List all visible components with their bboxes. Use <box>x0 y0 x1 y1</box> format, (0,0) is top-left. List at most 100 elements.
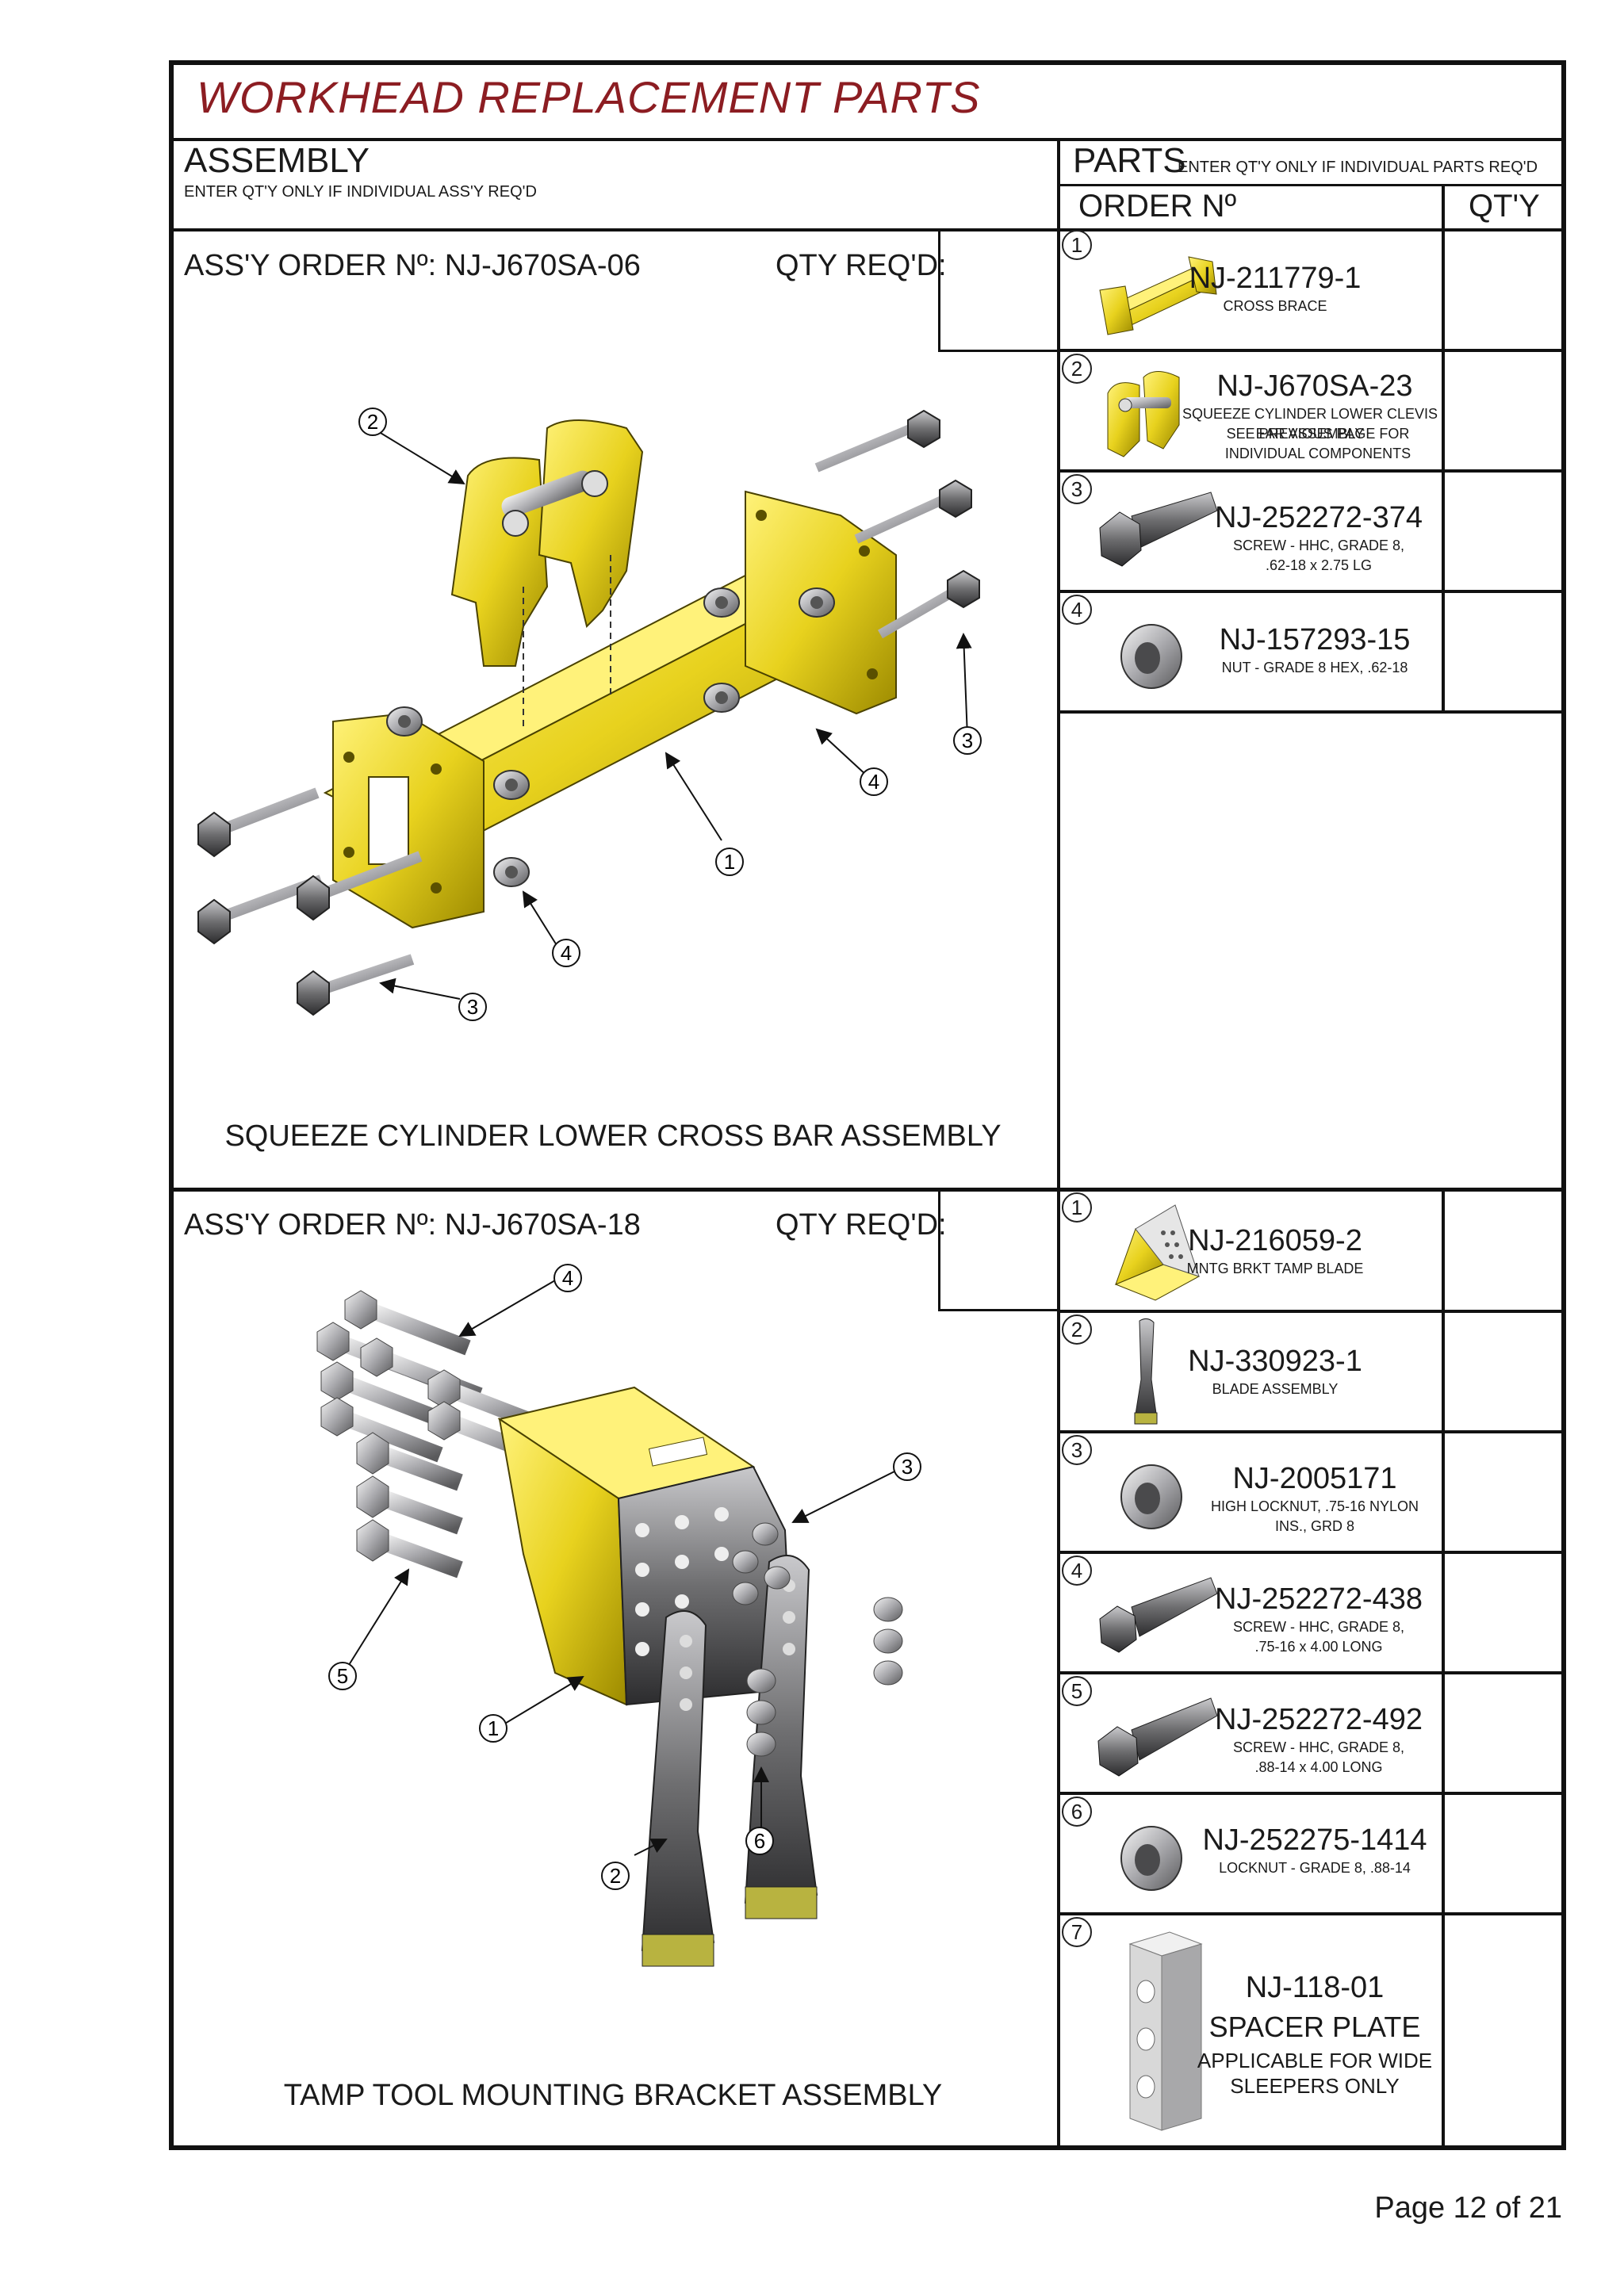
callout-label: 3 <box>902 1455 913 1479</box>
part-number-circle: 5 <box>1062 1676 1092 1706</box>
part-row: 4 NJ-157293-15 NUT - GRADE 8 HEX, .62-18 <box>1060 593 1442 710</box>
divider <box>1060 1671 1566 1674</box>
divider <box>169 1188 1566 1192</box>
part-number-circle: 4 <box>1062 1556 1092 1586</box>
part-description: .88-14 x 4.00 LONG <box>1254 1759 1383 1775</box>
part-order-number: NJ-252272-492 <box>1215 1703 1423 1736</box>
mounting-bracket-part <box>497 1386 795 1706</box>
divider <box>169 228 1566 232</box>
part-qty-input[interactable] <box>1445 228 1566 350</box>
part-description: SCREW - HHC, GRADE 8, <box>1232 538 1405 553</box>
page-frame <box>169 60 1566 2150</box>
part-row: 5 NJ-252272-492 SCREW - HHC, GRADE 8, .8… <box>1060 1674 1442 1792</box>
part-order-number: NJ-211779-1 <box>1189 262 1362 295</box>
divider <box>1057 138 1060 2150</box>
assembly-header-note: ENTER QT'Y ONLY IF INDIVIDUAL ASS'Y REQ'… <box>184 183 537 201</box>
divider <box>1060 1792 1566 1795</box>
part-description: LOCKNUT - GRADE 8, .88-14 <box>1219 1860 1411 1876</box>
part-order-number: NJ-118-01 <box>1245 1971 1385 2004</box>
part-qty-input[interactable] <box>1445 1313 1566 1430</box>
divider <box>1060 590 1566 593</box>
part-description: SEE PREVIOUS PAGE FOR <box>1226 426 1410 442</box>
part-number-circle: 3 <box>1062 474 1092 504</box>
cross-brace-icon <box>1099 256 1217 335</box>
part-description: SPACER PLATE <box>1208 2011 1421 2043</box>
callout-label: 5 <box>337 1664 348 1688</box>
part-row: 6 NJ-252275-1414 LOCKNUT - GRADE 8, .88-… <box>1060 1795 1442 1912</box>
part-description: SLEEPERS ONLY <box>1230 2074 1400 2098</box>
part-row: 2 NJ-J670SA-23 SQUEEZE CYLINDER LOWER CL… <box>1060 352 1442 469</box>
part-row: 3 NJ-2005171 HIGH LOCKNUT, .75-16 NYLON … <box>1060 1433 1442 1551</box>
part-number-circle: 1 <box>1062 1192 1092 1223</box>
callout-label: 4 <box>562 1266 573 1290</box>
hex-nut-part <box>386 587 835 887</box>
part-qty-input[interactable] <box>1445 1554 1566 1671</box>
part-description: CROSS BRACE <box>1223 298 1327 314</box>
part-number-circle: 2 <box>1062 354 1092 384</box>
assembly-order-number: ASS'Y ORDER Nº: NJ-J670SA-06 <box>184 249 641 282</box>
blade-icon <box>1134 1318 1158 1425</box>
hex-screw-icon <box>1099 492 1218 567</box>
part-description: SQUEEZE CYLINDER LOWER CLEVIS EAR ASSEMB… <box>1182 406 1438 442</box>
hex-nut-part <box>732 1522 903 1757</box>
assembly-caption: SQUEEZE CYLINDER LOWER CROSS BAR ASSEMBL… <box>224 1119 1002 1153</box>
part-row: 2 NJ-330923-1 BLADE ASSEMBLY <box>1060 1313 1442 1430</box>
qty-required-label: QTY REQ'D: <box>776 249 947 282</box>
part-order-number: NJ-157293-15 <box>1219 623 1411 656</box>
hex-nut-icon <box>1120 1826 1182 1891</box>
divider <box>1442 1191 1445 2150</box>
divider <box>1060 710 1566 714</box>
part-order-number: NJ-252272-438 <box>1215 1582 1423 1616</box>
part-qty-input[interactable] <box>1445 1915 1566 2145</box>
divider <box>1060 1912 1566 1915</box>
part-description: INDIVIDUAL COMPONENTS <box>1224 446 1411 461</box>
part-description: .62-18 x 2.75 LG <box>1265 557 1373 573</box>
hex-nut-icon <box>1120 624 1182 689</box>
hex-screw-icon <box>1097 1697 1218 1777</box>
part-qty-input[interactable] <box>1445 352 1566 469</box>
part-description: APPLICABLE FOR WIDE <box>1197 2049 1433 2072</box>
part-description: HIGH LOCKNUT, .75-16 NYLON <box>1210 1498 1419 1514</box>
divider <box>1060 184 1566 186</box>
clevis-ear-icon <box>1107 371 1180 457</box>
part-qty-input[interactable] <box>1445 1433 1566 1551</box>
part-order-number: NJ-252272-374 <box>1215 501 1423 534</box>
part-qty-input[interactable] <box>1445 473 1566 590</box>
divider <box>169 138 1566 141</box>
part-qty-input[interactable] <box>1445 1795 1566 1912</box>
part-number-circle: 2 <box>1062 1314 1092 1345</box>
callout-label: 2 <box>610 1864 621 1888</box>
divider <box>1060 349 1566 352</box>
part-qty-input[interactable] <box>1445 593 1566 710</box>
assembly-order-number: ASS'Y ORDER Nº: NJ-J670SA-18 <box>184 1208 641 1242</box>
part-order-number: NJ-J670SA-23 <box>1216 369 1413 403</box>
part-number-circle: 4 <box>1062 595 1092 625</box>
part-row: 7 NJ-118-01 SPACER PLATE APPLICABLE FOR … <box>1060 1915 1442 2149</box>
part-qty-input[interactable] <box>1445 1674 1566 1792</box>
part-order-number: NJ-330923-1 <box>1188 1345 1362 1378</box>
mounting-bracket-icon <box>1114 1204 1201 1301</box>
part-qty-input[interactable] <box>1445 1191 1566 1310</box>
assembly-qty-input[interactable] <box>938 228 1057 352</box>
callout-label: 4 <box>868 770 879 794</box>
cross-bar-assembly-drawing: 2 1 3 4 4 3 <box>197 408 982 1021</box>
callout-label: 4 <box>561 941 572 965</box>
page-title: WORKHEAD REPLACEMENT PARTS <box>197 72 981 122</box>
qty-required-label: QTY REQ'D: <box>776 1208 947 1242</box>
spacer-plate-icon <box>1128 1931 1203 2131</box>
part-number-circle: 7 <box>1062 1917 1092 1947</box>
part-description: MNTG BRKT TAMP BLADE <box>1186 1261 1364 1276</box>
callout-label: 6 <box>754 1829 765 1853</box>
hex-screw-part <box>197 787 423 1016</box>
part-description: SCREW - HHC, GRADE 8, <box>1232 1619 1405 1635</box>
part-description: INS., GRD 8 <box>1274 1518 1355 1534</box>
callout-label: 1 <box>488 1716 499 1740</box>
tamp-tool-bracket-drawing: 4 3 5 1 6 2 <box>316 1264 921 1967</box>
part-row: 1 NJ-211779-1 CROSS BRACE <box>1060 228 1442 350</box>
divider <box>1060 1310 1566 1313</box>
blade-part <box>641 1555 818 1967</box>
part-description: SCREW - HHC, GRADE 8, <box>1232 1739 1405 1755</box>
parts-header-note: ENTER QT'Y ONLY IF INDIVIDUAL PARTS REQ'… <box>1178 159 1538 176</box>
assembly-qty-input[interactable] <box>938 1191 1057 1311</box>
part-description: BLADE ASSEMBLY <box>1212 1381 1339 1397</box>
